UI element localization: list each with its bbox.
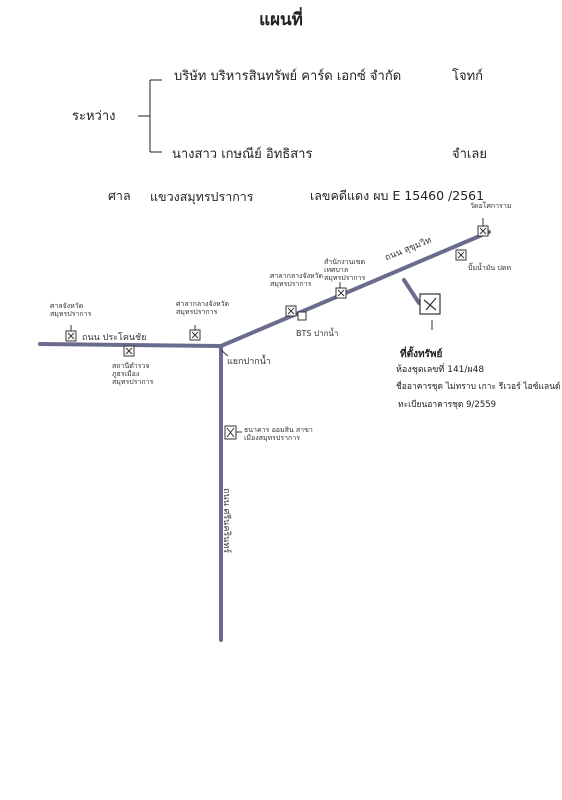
defendant-name: นางสาว เกษณีย์ อิทธิสาร [172, 147, 313, 162]
boxed-x-icon [65, 330, 77, 342]
landmark-bank: ธนาคาร ออมสิน สาขา เมืองสมุทรปราการ [244, 426, 313, 443]
landmark-police-station: สถานีตำรวจภูธรเมืองสมุทรปราการ [112, 362, 154, 387]
road-sukhumvit [219, 230, 491, 348]
property-marker-icon [419, 293, 441, 315]
landmark-provincial-court: ศาลจังหวัดสมุทรปราการ [50, 302, 92, 319]
property-title: ที่ตั้งทรัพย์ [400, 349, 443, 360]
property-building: ชื่ออาคารชุด ไม่ทราบ เกาะ รีเวอร์ ไอซ์แล… [396, 382, 561, 392]
property-registration: ทะเบียนอาคารชุด 9/2559 [398, 400, 497, 410]
between-label: ระหว่าง [72, 109, 116, 124]
party-bracket [138, 79, 162, 153]
plaintiff-name: บริษัท บริหารสินทรัพย์ คาร์ด เอกซ์ จำกัด [174, 69, 402, 84]
boxed-x-icon [297, 311, 307, 321]
landmark-right-side: ปั๊มน้ำมัน ปตท [468, 264, 512, 272]
boxed-x-icon [285, 305, 297, 317]
boxed-x-icon [189, 329, 201, 341]
boxed-x-icon [123, 345, 135, 357]
landmark-provincial-hall: ศาลากลางจังหวัดสมุทรปราการ [176, 300, 230, 317]
road-label-prakhon-chai: ถนน ประโคนชัย [82, 333, 147, 343]
road-label-srinakarin: ถนน ศรีนครินทร์ [221, 488, 231, 554]
case-number: เลขคดีแดง ผบ E 15460 /2561 [310, 188, 485, 203]
boxed-x-icon [224, 425, 237, 440]
road-spur-property [402, 278, 421, 305]
landmark-bts: BTS ปากน้ำ [296, 329, 339, 338]
boxed-x-icon [455, 249, 467, 261]
landmark-top-right: วัดอโศการาม [470, 202, 512, 210]
landmark-city-hall: ศาลากลางจังหวัดสมุทรปราการ [270, 272, 324, 289]
court-name: แขวงสมุทรปราการ [150, 189, 254, 204]
defendant-role: จำเลย [452, 147, 487, 162]
road-prakhon-chai [38, 342, 223, 348]
junction-label: แยกปากน้ำ [227, 357, 271, 367]
page-title: แผนที่ [259, 10, 303, 30]
roads [38, 230, 491, 642]
boxed-x-icon [477, 225, 489, 237]
court-label: ศาล [108, 188, 131, 203]
plaintiff-role: โจทก์ [452, 69, 484, 84]
property-room: ห้องชุดเลขที่ 141/ผ48 [396, 365, 485, 375]
boxed-x-icon [335, 287, 347, 299]
landmark-district-office: สำนักงานเขตเทศบาลสมุทรปราการ [324, 258, 366, 283]
